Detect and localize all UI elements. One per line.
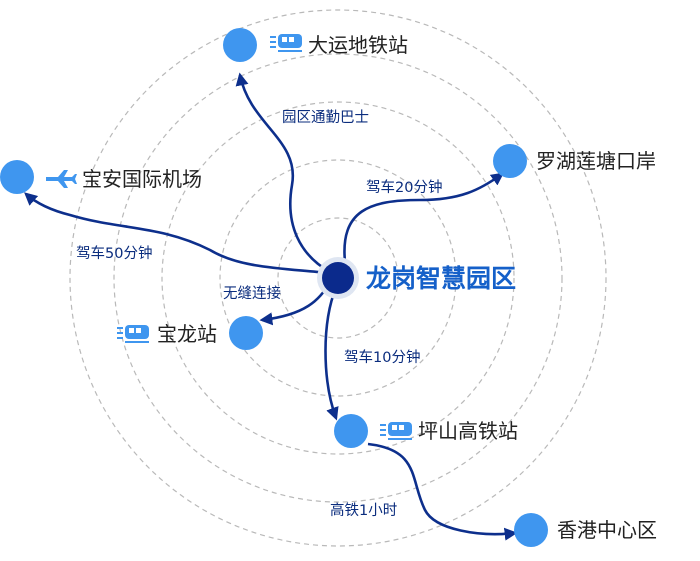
routes xyxy=(24,72,518,541)
route-dayun xyxy=(235,72,331,274)
route-label-luohu: 驾车20分钟 xyxy=(366,179,442,196)
node-baoan-dot xyxy=(0,160,34,194)
node-luohu-label: 罗湖莲塘口岸 xyxy=(536,149,656,173)
node-pingshan-label: 坪山高铁站 xyxy=(418,419,518,443)
route-label-hongkong: 高铁1小时 xyxy=(330,502,397,519)
center-node xyxy=(322,262,354,294)
distance-rings xyxy=(69,9,607,547)
train-icon xyxy=(380,422,412,440)
route-luohu xyxy=(343,172,505,263)
airplane-icon xyxy=(46,170,77,188)
route-labels: 园区通勤巴士 驾车20分钟 驾车50分钟 无缝连接 驾车10分钟 高铁1小时 xyxy=(76,109,442,519)
route-pingshan xyxy=(324,287,339,421)
train-icon xyxy=(117,325,149,343)
center-label: 龙岗智慧园区 xyxy=(366,264,516,293)
route-label-baoan: 驾车50分钟 xyxy=(76,245,152,262)
node-baoan: 宝安国际机场 xyxy=(0,160,202,194)
node-dayun-dot xyxy=(223,28,257,62)
center-hub: 龙岗智慧园区 xyxy=(317,257,516,299)
node-luohu-dot xyxy=(493,144,527,178)
node-dayun-label: 大运地铁站 xyxy=(308,33,408,57)
node-baolong: 宝龙站 xyxy=(117,316,263,350)
ring-3 xyxy=(161,101,515,455)
node-hongkong-dot xyxy=(514,513,548,547)
route-baoan xyxy=(24,192,329,275)
node-pingshan: 坪山高铁站 xyxy=(334,414,518,448)
node-hongkong-label: 香港中心区 xyxy=(557,518,657,542)
ring-2 xyxy=(219,159,457,397)
node-dayun: 大运地铁站 xyxy=(223,28,408,62)
train-icon xyxy=(270,34,302,52)
node-baoan-label: 宝安国际机场 xyxy=(82,167,202,191)
route-label-baolong: 无缝连接 xyxy=(223,285,281,302)
node-luohu: 罗湖莲塘口岸 xyxy=(493,144,656,178)
ring-5 xyxy=(69,9,607,547)
node-pingshan-dot xyxy=(334,414,368,448)
route-label-pingshan: 驾车10分钟 xyxy=(344,349,420,366)
ring-1 xyxy=(277,217,399,339)
node-baolong-label: 宝龙站 xyxy=(157,322,217,346)
route-label-dayun: 园区通勤巴士 xyxy=(282,109,369,126)
ring-4 xyxy=(113,53,563,503)
node-hongkong: 香港中心区 xyxy=(514,513,657,547)
route-hongkong xyxy=(367,442,518,541)
node-baolong-dot xyxy=(229,316,263,350)
